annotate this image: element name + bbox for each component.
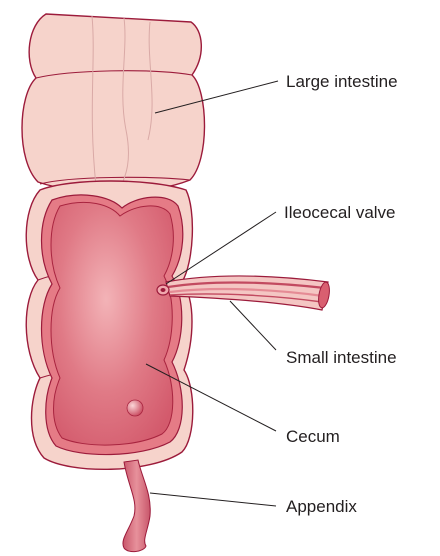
label-ileocecal-valve: Ileocecal valve <box>284 203 396 222</box>
ileocecal-valve <box>157 285 169 295</box>
appendix-orifice <box>127 400 143 416</box>
leader-small-intestine <box>230 301 276 350</box>
appendix <box>123 460 150 552</box>
leader-appendix <box>150 493 276 506</box>
label-large-intestine: Large intestine <box>286 72 398 91</box>
label-small-intestine: Small intestine <box>286 348 397 367</box>
cecum-lumen <box>51 202 173 445</box>
large-intestine-colon <box>22 14 205 192</box>
label-appendix: Appendix <box>286 497 357 516</box>
label-cecum: Cecum <box>286 427 340 446</box>
